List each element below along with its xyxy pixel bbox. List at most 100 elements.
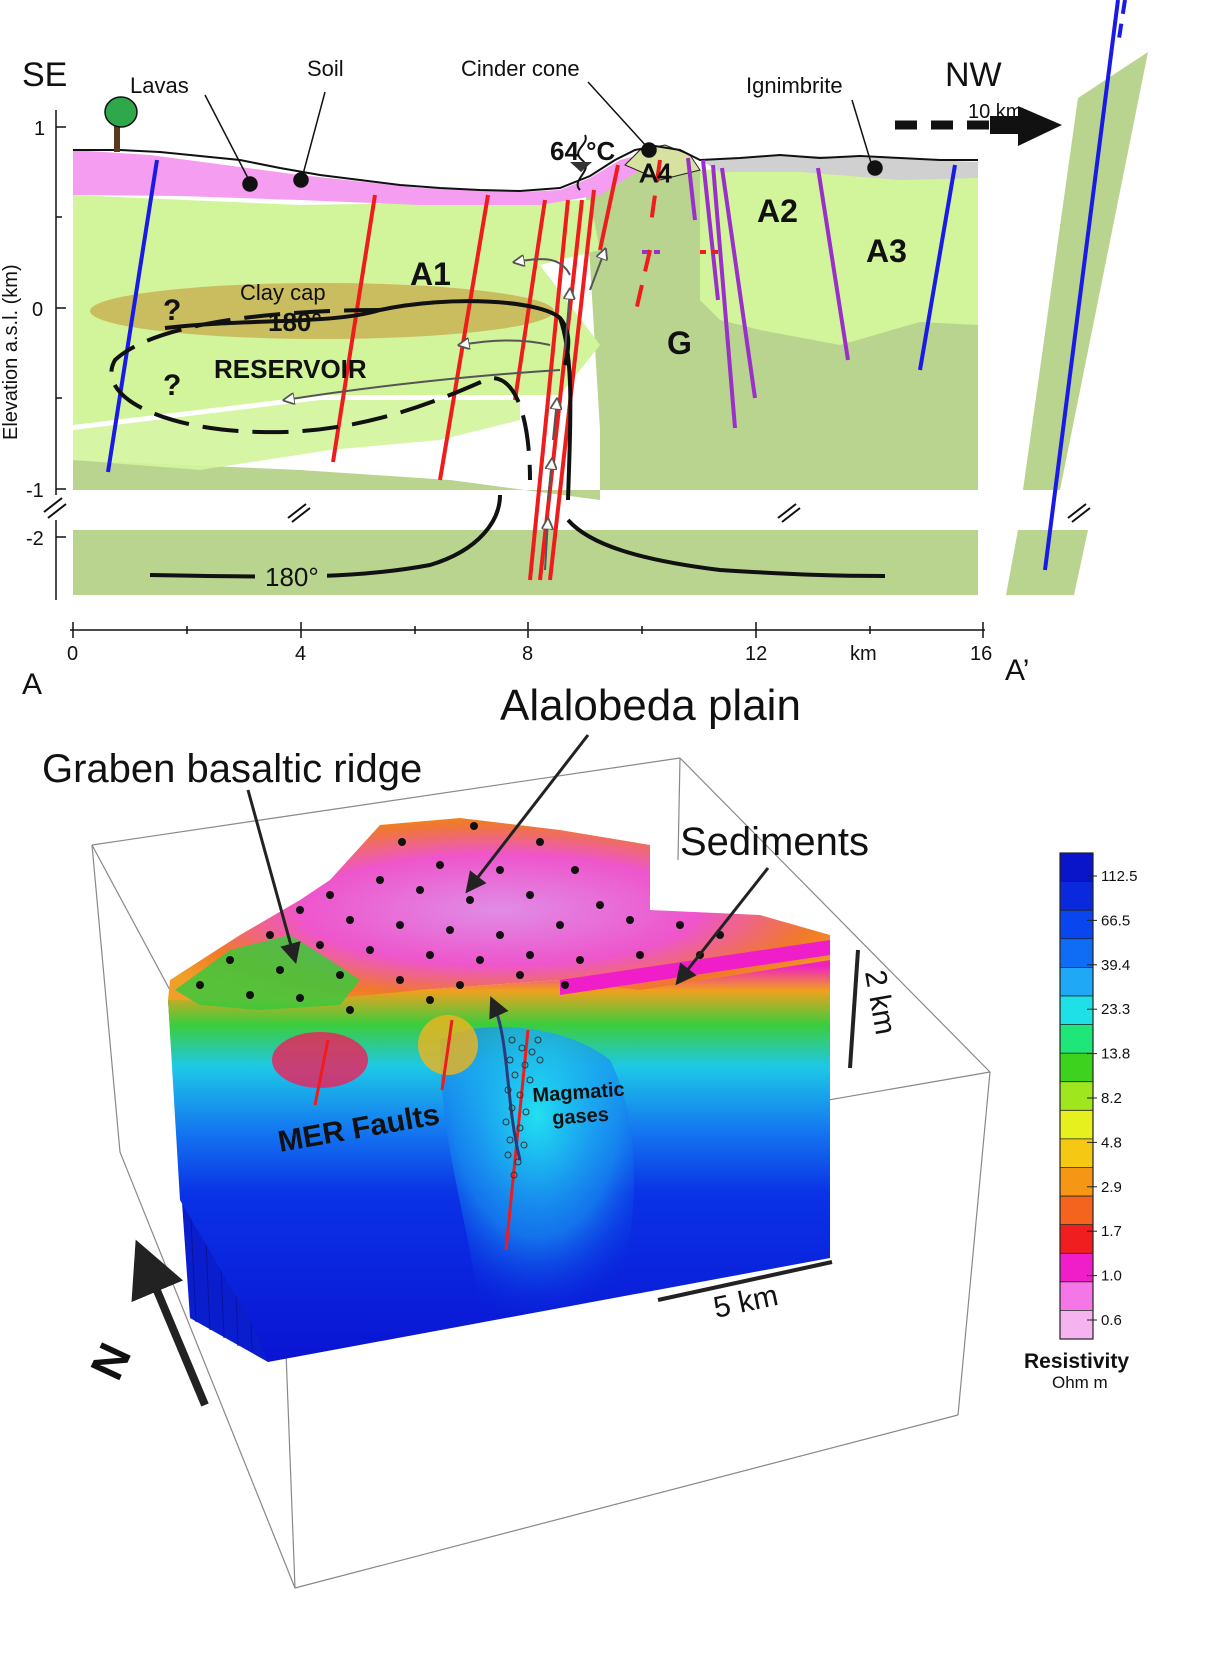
legend-swatch (1060, 1281, 1093, 1311)
title-sediments: Sediments (680, 820, 869, 864)
steam-icon (576, 134, 587, 191)
profile-end-label: A’ (1005, 654, 1029, 687)
axis-breaks (43, 497, 1091, 523)
legend-tick-label: 0.6 (1101, 1312, 1122, 1329)
label-reservoir: RESERVOIR (214, 354, 367, 384)
x-unit: km (850, 643, 877, 665)
legend-tick-labels: 112.566.539.423.313.88.24.82.91.71.00.6 (1087, 868, 1137, 1329)
legend-swatch (1060, 1110, 1093, 1140)
resistivity-plume (440, 1026, 634, 1320)
x-tick-16: 16 (970, 643, 992, 665)
question-mark-upper: ? (163, 294, 181, 327)
label-cinder-cone: Cinder cone (461, 56, 580, 81)
legend-tick-label: 1.0 (1101, 1268, 1122, 1285)
legend-unit: Ohm m (1052, 1373, 1108, 1392)
red-faults (331, 159, 662, 581)
x-tick-8: 8 (522, 643, 533, 665)
conductor-patch-left (272, 1032, 368, 1088)
isotherm-lower-label-bg (255, 560, 327, 590)
label-lavas: Lavas (130, 73, 189, 98)
label-a3: A3 (866, 233, 907, 269)
label-distance: 10 km (968, 101, 1022, 123)
label-isotherm-lower: 180° (265, 562, 319, 592)
legend-swatch (1060, 967, 1093, 997)
legend-swatch (1060, 1224, 1093, 1254)
x-axis-ticks (72, 622, 984, 638)
cross-section: SE NW Lavas Soil Cinder cone Ignimbrite … (0, 0, 1148, 701)
title-graben-ridge: Graben basaltic ridge (42, 747, 422, 791)
y-axis-ticks (56, 126, 66, 538)
ridge-surface (175, 935, 360, 1010)
question-mark-lower: ? (163, 369, 181, 402)
profile-start-label: A (22, 668, 42, 701)
scale-bar-horizontal (657, 1260, 833, 1302)
legend-swatch (1060, 1310, 1093, 1340)
y-tick-0: 0 (32, 299, 43, 321)
north-arrow-icon (131, 1239, 209, 1407)
x-tick-4: 4 (295, 643, 306, 665)
north-label: N (80, 1335, 141, 1387)
annotation-arrows (246, 734, 770, 986)
scale-bar-vertical (848, 949, 860, 1069)
distance-arrow-head (990, 106, 1062, 146)
ground-surface (73, 144, 978, 193)
label-g: G (667, 325, 692, 361)
title-alalobeda-plain: Alalobeda plain (500, 681, 801, 730)
x-tick-12: 12 (745, 643, 767, 665)
isotherm-upper (164, 299, 571, 366)
legend-swatch (1060, 853, 1093, 883)
label-a4: A4 (640, 158, 672, 188)
remote-fault-blue-dashed (1116, 0, 1127, 46)
label-magmatic-gases-line2: gases (551, 1104, 609, 1130)
volcanic-unit-right (700, 165, 978, 345)
legend-swatch (1060, 938, 1093, 968)
ignimbrite-unit (700, 155, 978, 180)
legend-tick-label: 39.4 (1101, 957, 1130, 974)
legend-swatch (1060, 1053, 1093, 1083)
legend-swatch (1060, 1253, 1093, 1283)
volcanic-unit-left-lower (73, 300, 520, 470)
legend-swatch (1060, 1024, 1093, 1054)
label-ignimbrite: Ignimbrite (746, 73, 843, 98)
legend-swatch (1060, 1081, 1093, 1111)
legend-tick-label: 8.2 (1101, 1090, 1122, 1107)
gas-bubbles (502, 1036, 544, 1179)
basement-lower-band (73, 530, 978, 595)
resistivity-legend: 112.566.539.423.313.88.24.82.91.71.00.6 … (1024, 852, 1137, 1392)
remote-block (1023, 52, 1148, 490)
y-tick-1: 1 (34, 118, 45, 140)
legend-frame (1059, 852, 1094, 1340)
label-a2: A2 (757, 193, 798, 229)
label-clay-cap: Clay cap (240, 280, 326, 305)
flow-arrows (285, 250, 605, 571)
legend-title: Resistivity (1024, 1350, 1129, 1373)
steam-arrow-icon (570, 162, 592, 172)
legend-tick-label: 13.8 (1101, 1046, 1130, 1063)
label-a1: A1 (410, 256, 451, 292)
end-label-se: SE (22, 56, 67, 94)
lavas-unit (73, 148, 650, 205)
legend-tick-label: 1.7 (1101, 1223, 1122, 1240)
legend-swatch (1060, 1138, 1093, 1168)
legend-tick-label: 23.3 (1101, 1001, 1130, 1018)
label-isotherm-upper: 180° (268, 307, 322, 337)
x-tick-0: 0 (67, 643, 78, 665)
y-tick-neg1: -1 (26, 480, 44, 502)
end-label-nw: NW (945, 56, 1002, 94)
reservoir-outline (109, 308, 532, 481)
remote-fault-blue (1043, 0, 1120, 571)
gas-path (489, 996, 522, 1161)
scale-label-vertical: 2 km (858, 967, 902, 1037)
y-axis-title: Elevation a.s.l. (km) (0, 264, 22, 440)
tree-icon (104, 96, 138, 152)
purple-faults (642, 157, 850, 429)
legend-tick-label: 4.8 (1101, 1134, 1122, 1151)
legend-swatch (1060, 995, 1093, 1026)
blue-faults (106, 159, 957, 473)
legend-swatch (1060, 910, 1093, 940)
legend-tick-label: 66.5 (1101, 912, 1130, 929)
legend-tick-label: 112.5 (1101, 868, 1137, 885)
y-tick-neg2: -2 (26, 528, 44, 550)
legend-swatch (1060, 1196, 1093, 1226)
